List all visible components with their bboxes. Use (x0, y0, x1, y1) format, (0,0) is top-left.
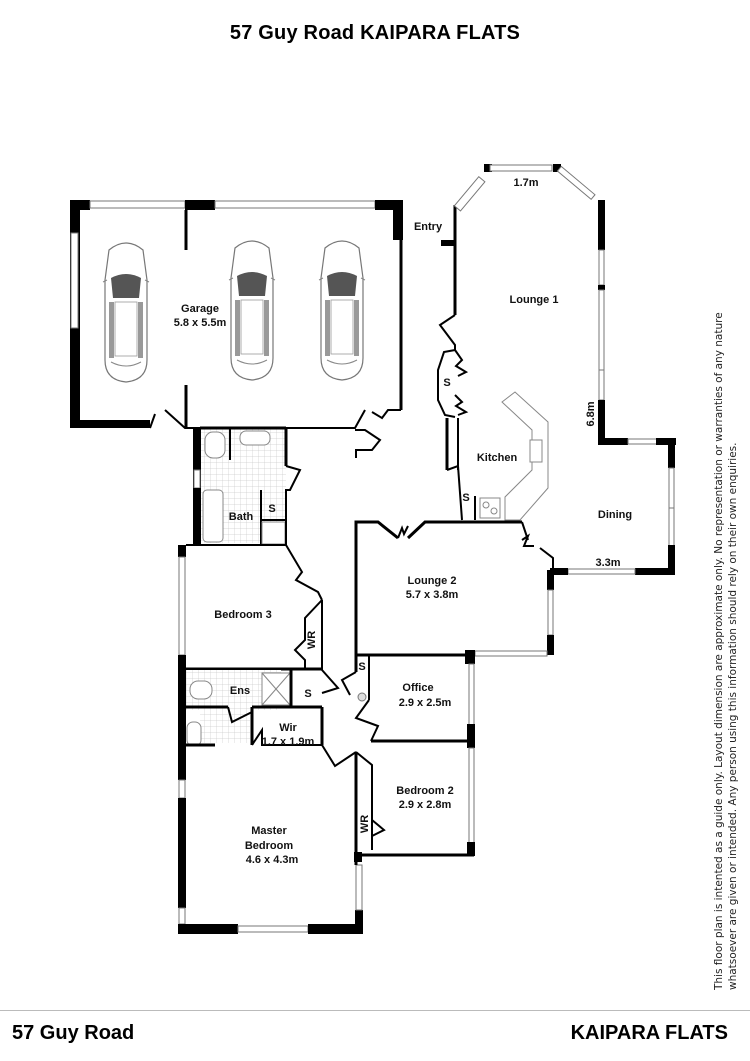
ensuite-label: Ens (230, 685, 250, 697)
garage-room: Garage 5.8 x 5.5m (70, 200, 403, 458)
lounge2-room: Lounge 2 5.7 x 3.8m (354, 520, 554, 664)
kitchen-label: Kitchen (477, 452, 518, 464)
master-bedroom-room: Master Bedroom 4.6 x 4.3m (178, 670, 363, 934)
dining-room: Dining 3.3m (550, 467, 675, 575)
bedroom2-size: 2.9 x 2.8m (399, 799, 452, 811)
footer-address: 57 Guy Road (12, 1022, 135, 1044)
wir-label: Wir (279, 722, 297, 734)
lounge1-width-dim: 1.7m (513, 177, 538, 189)
bedroom3-wr-label: WR (306, 631, 318, 649)
disclaimer-line1: This floor plan is intented as a guide o… (713, 312, 725, 990)
garage-size: 5.8 x 5.5m (174, 317, 227, 329)
bedroom2-label: Bedroom 2 (396, 785, 453, 797)
ensuite-room: Ens S Wir 1.7 x 1.9m (186, 669, 340, 748)
bedroom2-wr-label: WR (359, 815, 371, 833)
footer-divider (0, 1010, 750, 1011)
bedroom3-label: Bedroom 3 (214, 609, 271, 621)
wir-size: 1.7 x 1.9m (262, 736, 315, 748)
master-size: 4.6 x 4.3m (246, 854, 299, 866)
lounge1-room: 1.7m Lounge 1 6.8m S (437, 164, 676, 468)
lounge2-size: 5.7 x 3.8m (406, 589, 459, 601)
disclaimer-text: This floor plan is intented as a guide o… (712, 290, 740, 990)
dining-dim: 3.3m (595, 557, 620, 569)
entry-label: Entry (414, 221, 443, 233)
office-label: Office (402, 682, 433, 694)
dining-label: Dining (598, 509, 632, 521)
bath-storage-label: S (268, 503, 275, 515)
bath-room: Bath S (186, 409, 366, 546)
master-label-line1: Master (251, 825, 287, 837)
office-size: 2.9 x 2.5m (399, 697, 452, 709)
storage-label: S (443, 377, 450, 389)
office-room: Office 2.9 x 2.5m S (340, 655, 475, 748)
kitchen-room: Kitchen S (445, 391, 549, 521)
master-label-line2: Bedroom (245, 840, 294, 852)
disclaimer-line2: whatsoever are given or intended. Any pe… (727, 442, 739, 990)
kitchen-storage-label: S (462, 492, 469, 504)
lounge1-label: Lounge 1 (510, 294, 559, 306)
ensuite-storage-label: S (304, 688, 311, 700)
lounge1-length-dim: 6.8m (585, 401, 597, 426)
bedroom3-room: Bedroom 3 WR (178, 544, 323, 671)
office-storage-label: S (358, 661, 365, 673)
bath-label: Bath (229, 511, 254, 523)
garage-label: Garage (181, 303, 219, 315)
page-title: 57 Guy Road KAIPARA FLATS (229, 22, 521, 44)
footer-suburb: KAIPARA FLATS (570, 1022, 728, 1044)
bedroom2-room: Bedroom 2 2.9 x 2.8m WR (321, 744, 475, 862)
lounge2-label: Lounge 2 (408, 575, 457, 587)
